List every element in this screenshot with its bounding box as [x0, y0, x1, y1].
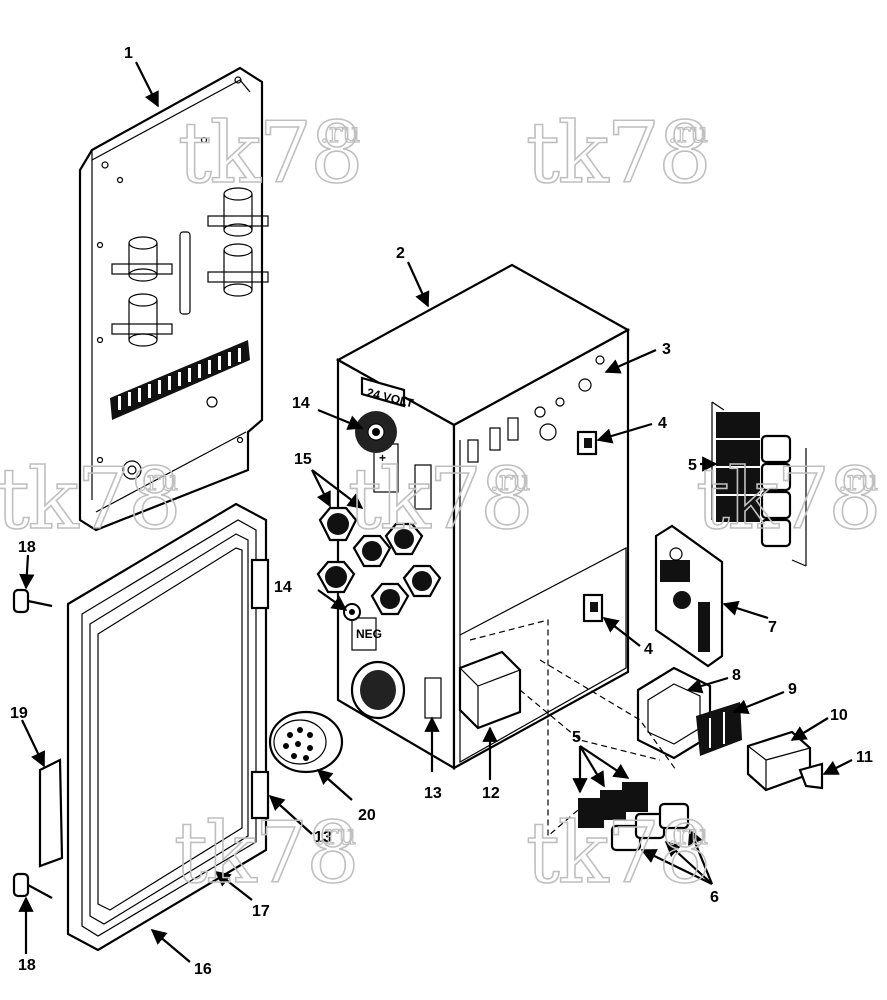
- callout-7: 7: [768, 619, 777, 636]
- callout-17: 17: [252, 903, 270, 920]
- watermark-main: tk78: [696, 450, 880, 548]
- door-part-16: [12, 502, 270, 952]
- relay-block-upper-part-5: [711, 401, 807, 567]
- screw-lower-part-18: [12, 872, 53, 899]
- socket-part-11: [798, 762, 824, 790]
- callout-numbers: 1 2 3 4 4 5 5 6 7 8 9 10 11 12 13 13 14 …: [10, 45, 873, 978]
- solenoid-left-lower: [111, 293, 173, 347]
- gasket-part-19: [38, 758, 64, 868]
- callout-5-lower: 5: [572, 729, 581, 746]
- callout-leaders: [18, 61, 853, 963]
- callout-12: 12: [482, 785, 500, 802]
- watermark-suffix: .ru: [668, 116, 708, 149]
- watermark-suffix: .ru: [316, 818, 356, 851]
- circuit-board-part-7: [654, 524, 724, 668]
- watermark-main: tk78: [174, 804, 358, 902]
- watermark-suffix: .ru: [320, 116, 360, 149]
- assembly-guide-lines: [469, 619, 677, 838]
- screw-upper-part-18: [12, 588, 53, 614]
- terminal-post-upper-part-14: [355, 411, 397, 453]
- relay-group-lower-parts-5-6: [578, 782, 690, 852]
- callout-14-upper: 14: [292, 395, 310, 412]
- callout-4-lower: 4: [644, 641, 653, 658]
- callout-9: 9: [788, 681, 797, 698]
- watermarks: tk78 .ru tk78 .ru tk78 .ru tk78 .ru tk78…: [0, 103, 882, 903]
- watermark-suffix: .ru: [668, 818, 708, 851]
- callout-15: 15: [294, 451, 312, 468]
- callout-4-upper: 4: [658, 415, 667, 432]
- callout-3: 3: [662, 341, 671, 358]
- mounting-plate-part-1: [78, 66, 269, 532]
- callout-18-upper: 18: [18, 539, 36, 556]
- solenoid-right-upper: [207, 187, 269, 237]
- watermark-main: tk78: [348, 450, 532, 548]
- terminal-post-lower-part-14: [343, 603, 361, 621]
- callout-16: 16: [194, 961, 212, 978]
- callout-14-lower: 14: [274, 579, 292, 596]
- callout-5-upper: 5: [688, 457, 697, 474]
- callout-13-left: 13: [314, 829, 332, 846]
- callout-6: 6: [710, 889, 719, 906]
- watermark-main: tk78: [0, 450, 180, 548]
- callout-1: 1: [124, 45, 133, 62]
- terminal-strip: [110, 340, 250, 420]
- callout-10: 10: [830, 707, 848, 724]
- callout-18-lower: 18: [18, 957, 36, 974]
- solenoid-left-upper: [111, 236, 173, 282]
- connector-part-20: [268, 660, 406, 774]
- relay-part-12: [458, 650, 522, 730]
- negative-label: NEG: [356, 627, 382, 641]
- callout-11: 11: [856, 749, 873, 766]
- callout-8: 8: [732, 667, 741, 684]
- callout-19: 19: [10, 705, 28, 722]
- solenoid-right-lower: [207, 243, 269, 297]
- callout-2: 2: [396, 245, 405, 262]
- flasher-part-10: [746, 730, 812, 792]
- watermark-main: tk78: [526, 804, 710, 902]
- callout-13-right: 13: [424, 785, 442, 802]
- terminal-block-part-9: [696, 702, 742, 756]
- positive-sign-label: +: [379, 451, 386, 465]
- cable-glands-part-15: [316, 506, 442, 616]
- watermark-suffix: .ru: [138, 464, 178, 497]
- watermark-main: tk78: [526, 104, 710, 202]
- watermark-suffix: .ru: [838, 464, 878, 497]
- watermark-suffix: .ru: [490, 464, 530, 497]
- watermark-main: tk78: [178, 104, 362, 202]
- callout-20: 20: [358, 807, 376, 824]
